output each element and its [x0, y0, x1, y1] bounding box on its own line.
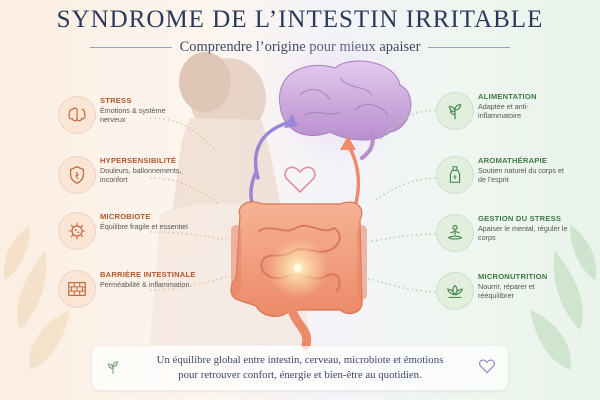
- solution-description: Apaiser le mental, réguler le corps: [478, 224, 568, 243]
- solution-title: AROMATHÉRAPIE: [478, 156, 548, 165]
- leaf-icon: [436, 92, 474, 130]
- connectors-left: [149, 117, 231, 291]
- solution-card-micronutrition: MICRONUTRITION Nourrir, réparer et rééqu…: [436, 268, 576, 318]
- divider-left: [90, 46, 172, 48]
- cause-description: Émotions & système nerveux: [100, 106, 166, 125]
- footer-line-1: Un équilibre global entre intestin, cerv…: [156, 354, 444, 366]
- decorative-leaves-right: [530, 225, 596, 370]
- cause-title: HYPERSENSIBILITÉ: [100, 156, 177, 165]
- cause-title: MICROBIOTE: [100, 212, 151, 221]
- cause-card-intestinal-barrier: BARRIÈRE INTESTINALE Perméabilité & infl…: [58, 266, 198, 316]
- divider-right: [428, 46, 511, 48]
- cause-card-microbiota: MICROBIOTE Équilibre fragile et essentie…: [58, 208, 198, 258]
- cause-description: Douleurs, ballonnements, inconfort: [100, 166, 182, 185]
- footer-heart-icon: [478, 358, 496, 379]
- solution-description: Soutien naturel du corps et de l’esprit: [478, 166, 564, 185]
- solution-description: Adaptée et anti-inflammatoire: [478, 102, 529, 121]
- solution-title: ALIMENTATION: [478, 92, 537, 101]
- solution-title: MICRONUTRITION: [478, 272, 548, 281]
- cause-description: Perméabilité & inflammation: [100, 280, 190, 289]
- essential-oil-bottle-icon: [436, 156, 474, 194]
- brick-wall-icon: [58, 270, 96, 308]
- lotus-icon: [436, 272, 474, 310]
- cause-card-stress: STRESS Émotions & système nerveux: [58, 92, 198, 142]
- footer-leaf-icon: [104, 357, 122, 382]
- cause-card-hypersensitivity: HYPERSENSIBILITÉ Douleurs, ballonnements…: [58, 152, 198, 202]
- shield-icon: [58, 156, 96, 194]
- solution-card-aromatherapy: AROMATHÉRAPIE Soutien naturel du corps e…: [436, 152, 576, 202]
- solution-description: Nourrir, réparer et rééquilibrer: [478, 282, 535, 301]
- cause-description: Équilibre fragile et essentiel: [100, 222, 188, 231]
- intestine-illustration: [230, 201, 367, 350]
- cause-title: STRESS: [100, 96, 132, 105]
- footer-banner: Un équilibre global entre intestin, cerv…: [92, 346, 508, 390]
- meditation-icon: [436, 214, 474, 252]
- heart-outline-icon: [284, 166, 316, 194]
- solution-title: GESTION DU STRESS: [478, 214, 562, 223]
- solution-card-alimentation: ALIMENTATION Adaptée et anti-inflammatoi…: [436, 88, 576, 138]
- brain-illustration: [279, 60, 412, 160]
- microbe-icon: [58, 212, 96, 250]
- brain-icon: [58, 96, 96, 134]
- solution-card-stress-management: GESTION DU STRESS Apaiser le mental, rég…: [436, 210, 576, 260]
- connectors-right: [364, 109, 441, 293]
- decorative-leaves-left: [4, 225, 70, 370]
- page-title: SYNDROME DE L’INTESTIN IRRITABLE: [56, 6, 544, 33]
- footer-line-2: pour retrouver confort, énergie et bien-…: [178, 369, 422, 381]
- cause-title: BARRIÈRE INTESTINALE: [100, 270, 196, 279]
